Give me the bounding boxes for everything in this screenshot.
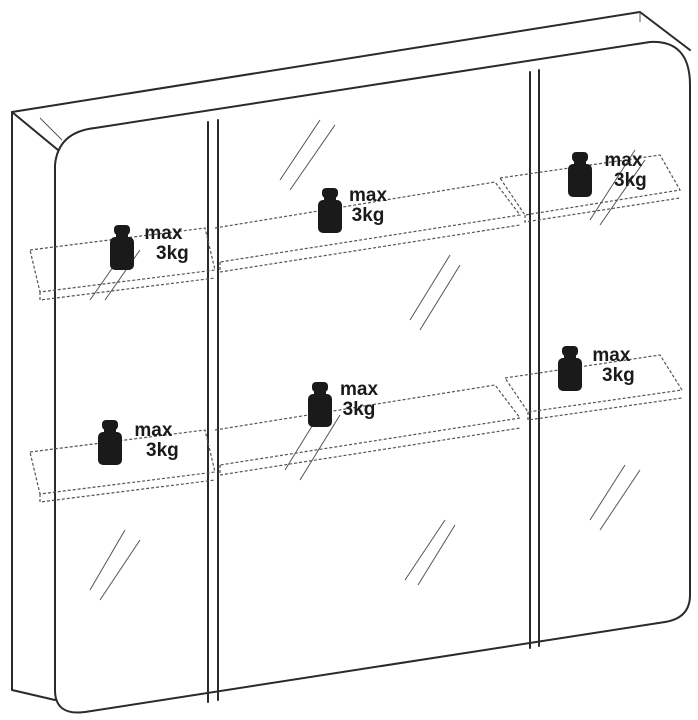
mirror-reflection-marks bbox=[89, 119, 646, 601]
weights bbox=[98, 152, 592, 465]
weight-icon bbox=[308, 382, 332, 427]
weight-icon bbox=[98, 420, 122, 465]
weight-icon bbox=[318, 188, 342, 233]
weight-icon bbox=[558, 346, 582, 391]
cabinet-body bbox=[11, 11, 691, 701]
weight-icon bbox=[110, 225, 134, 270]
cabinet-front bbox=[54, 40, 691, 714]
shelves bbox=[29, 154, 683, 503]
weight-icon bbox=[568, 152, 592, 197]
